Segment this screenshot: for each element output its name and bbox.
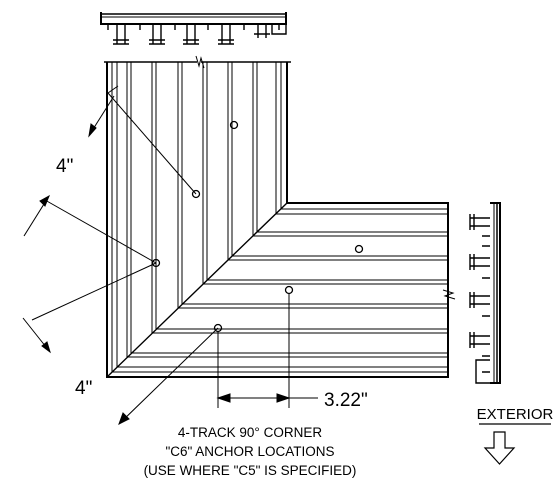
anchor-holes [151, 120, 364, 333]
right-track-profile-icon [469, 202, 501, 384]
dimension-lower-4in [22, 194, 157, 354]
anchor-hole [151, 258, 161, 268]
anchor-hole [229, 120, 239, 130]
corner-panel [104, 55, 456, 378]
arrow-down-icon [479, 423, 551, 465]
note-leader [118, 327, 219, 426]
dimension-upper-4in [88, 85, 197, 195]
dimension-label-upper: 4" [56, 156, 73, 177]
note-line-2: "C6" ANCHOR LOCATIONS [165, 444, 334, 459]
dimension-bottom [216, 294, 318, 408]
note-line-1: 4-TRACK 90° CORNER [178, 425, 322, 440]
dimension-label-lower: 4" [75, 378, 92, 399]
anchor-hole [354, 244, 364, 254]
anchor-hole [284, 285, 294, 295]
top-track-profile-icon [100, 12, 287, 45]
anchor-hole [191, 189, 201, 199]
anchor-hole [213, 323, 223, 333]
note-line-3: (USE WHERE "C5" IS SPECIFIED) [144, 463, 357, 478]
dimension-label-bottom: 3.22" [324, 390, 368, 411]
exterior-label: EXTERIOR [477, 406, 554, 423]
